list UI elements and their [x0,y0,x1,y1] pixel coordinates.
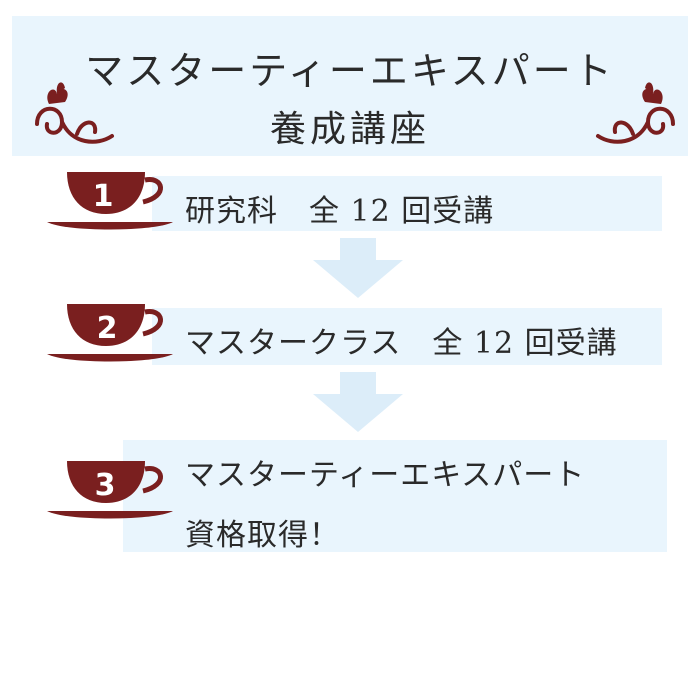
teacup-icon: 2 [47,304,173,362]
teacup-icon: 3 [47,461,173,519]
page-title: マスターティーエキスパート [85,49,615,93]
step-3-text-line1: マスターティーエキスパート [185,458,586,493]
teacup-icon: 1 [47,172,173,230]
down-arrow-icon [313,372,403,432]
down-arrow-icon [313,238,403,298]
step-2-text: マスタークラス 全 12 回受講 [185,326,618,361]
step-3-panel [123,440,667,552]
step-1-number: 1 [93,179,114,214]
step-2-number: 2 [97,311,118,346]
step-1-panel [152,176,662,231]
step-2-panel [152,308,662,365]
floral-ornament-icon [596,82,675,144]
floral-ornament-icon [35,82,114,144]
step-1-text: 研究科 全 12 回受講 [185,194,495,229]
header-banner: マスターティーエキスパート 養成講座 [12,16,688,156]
step-3-number: 3 [95,468,116,503]
page-subtitle: 養成講座 [269,109,430,150]
step-3-text-line2: 資格取得！ [185,518,340,553]
